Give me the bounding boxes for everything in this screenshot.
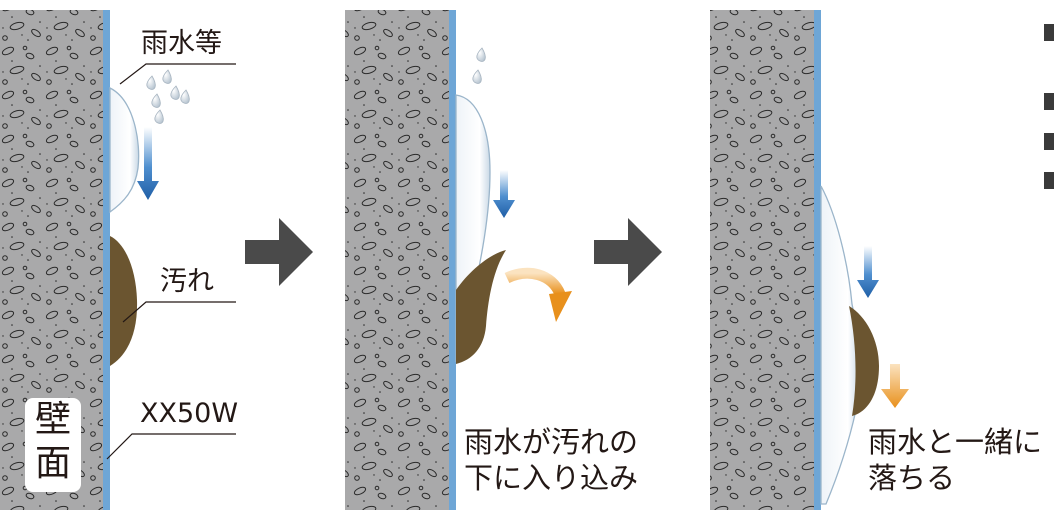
raindrops-2: [472, 47, 486, 84]
step3-caption-line1: 雨水と一緒に: [868, 425, 1043, 459]
wall-char-1: 壁: [34, 399, 71, 440]
marker-square: [1044, 133, 1054, 150]
step3-caption-line2: 落ちる: [868, 461, 956, 495]
flow-arrow-3: [857, 246, 879, 298]
leader-lines: [106, 63, 236, 460]
water-film-1: [109, 86, 140, 214]
curve-arrow-2: [504, 267, 566, 297]
dirt-3: [849, 306, 879, 416]
step2-caption-line1: 雨水が汚れの: [464, 425, 639, 459]
dirt-2: [456, 250, 506, 364]
steel-plate-2: [449, 10, 456, 510]
dirt-1: [110, 236, 138, 366]
curve-arrow-head-2: [549, 291, 572, 322]
step-arrow-2: [594, 218, 662, 286]
marker-square: [1044, 24, 1054, 41]
marker-square: [1044, 93, 1054, 110]
steel-plate-3: [814, 10, 821, 510]
raindrops-1: [146, 69, 190, 124]
rain-label: 雨水等: [141, 28, 222, 59]
wall-surface-badge: 壁 面: [25, 398, 81, 492]
dirt-label: 汚れ: [160, 266, 214, 297]
fall-arrow-3: [881, 364, 909, 408]
wall-2: [345, 10, 449, 510]
wall-char-2: 面: [34, 443, 71, 484]
flow-arrow-2: [493, 170, 515, 218]
steel-plate-1: [103, 10, 110, 510]
water-film-3: [820, 185, 861, 505]
step2-caption-line2: 下に入り込み: [464, 461, 639, 495]
wall-3: [710, 10, 814, 510]
steel-label: XX50W: [140, 398, 239, 429]
flow-arrow-1: [137, 127, 159, 200]
step-arrow-1: [245, 218, 313, 286]
marker-square: [1044, 172, 1054, 189]
